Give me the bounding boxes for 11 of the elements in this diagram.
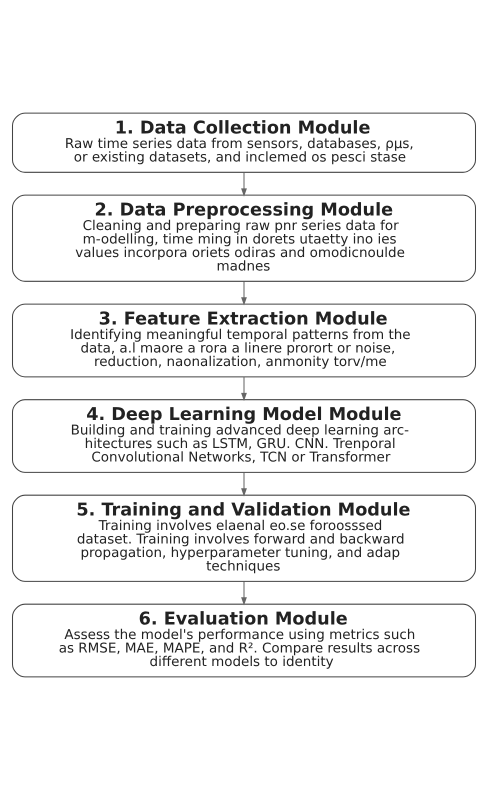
node-box: 1. Data Collection Module Raw time series data from sensors, databases, ρμs, or existing datasets, and inclemed os pesci stase (12, 112, 476, 173)
node-box: 4. Deep Learning Model Module Building and training advanced deep learning arc-hitectures such as LSTM, GRU. CNN. Trenporal Convolutional Networks, TCN or Transformer (12, 399, 476, 473)
node-box: 3. Feature Extraction Module Identifying meaningful temporal patterns from the data, a.l maore a rora a linere prorort or noise, reduction, naonalization, anmonity torv/me (12, 304, 476, 378)
arrow (241, 281, 247, 306)
arrow (241, 472, 247, 497)
arrow (241, 172, 247, 197)
node-box: 2. Data Preprocessing Module Cleaning and preparing raw pnr series data for m-odelling, time ming in dorets utaetty ino ies values incorpora oriets odiras and omodicnoulde madnes (12, 194, 476, 282)
arrow (241, 376, 247, 402)
arrow (241, 582, 247, 606)
node-box: 6. Evaluation Module Assess the model's performance using metrics such as RMSE, MAE, MAPE, and R². Compare results across different models to identity (12, 604, 476, 678)
node-box: 5. Training and Validation Module Training involves elaenal eo.se foroosssed dataset. Training involves forward and backward propagation, hyperparameter tuning, and adap techniques (12, 494, 476, 582)
